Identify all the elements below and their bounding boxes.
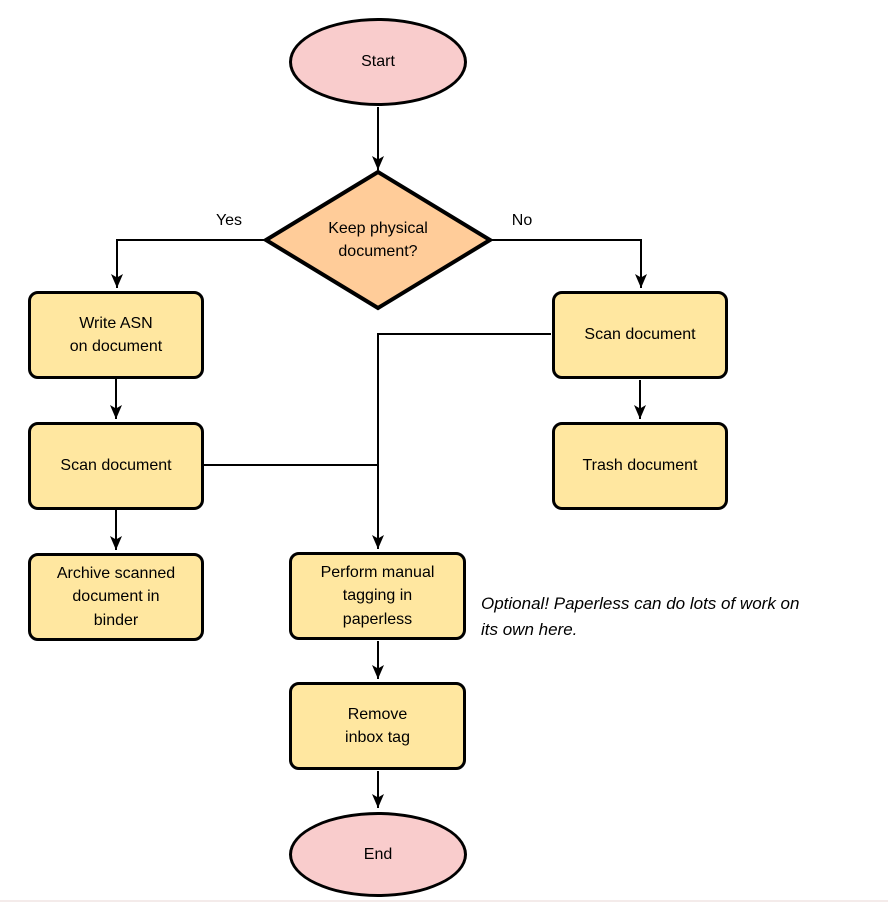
archive-node: Archive scanned document in binder <box>28 553 204 641</box>
window-bottom-edge <box>0 900 888 902</box>
end-node: End <box>289 812 467 897</box>
edge-label-no: No <box>511 212 533 229</box>
edge-decision-no-to-scan-right <box>492 239 647 288</box>
remove-inbox-tag-node-label: Remove inbox tag <box>345 705 410 746</box>
scan-document-right-node: Scan document <box>552 291 728 379</box>
decision-diamond-shape <box>262 169 494 311</box>
edge-label-yes: Yes <box>215 212 243 229</box>
edge-decision-yes-to-write-asn <box>111 239 264 288</box>
manual-tagging-node: Perform manual tagging in paperless <box>289 552 466 640</box>
scan-document-right-node-label: Scan document <box>584 326 696 344</box>
archive-node-label: Archive scanned document in binder <box>56 565 176 629</box>
decision-node: Keep physical document? <box>288 200 468 280</box>
scan-document-left-node-label: Scan document <box>60 457 172 475</box>
scan-document-left-node: Scan document <box>28 422 204 510</box>
remove-inbox-tag-node: Remove inbox tag <box>289 682 466 770</box>
decision-node-label: Keep physical document? <box>328 219 428 260</box>
manual-tagging-node-label: Perform manual tagging in paperless <box>320 564 435 628</box>
trash-document-node: Trash document <box>552 422 728 510</box>
optional-annotation: Optional! Paperless can do lots of work … <box>481 594 800 639</box>
start-node: Start <box>289 18 467 106</box>
write-asn-node: Write ASN on document <box>28 291 204 379</box>
start-node-label: Start <box>361 53 395 71</box>
write-asn-node-label: Write ASN on document <box>69 314 163 355</box>
edge-scan-right-to-tagging <box>372 333 551 549</box>
trash-document-node-label: Trash document <box>582 457 698 475</box>
end-node-label: End <box>363 845 393 863</box>
